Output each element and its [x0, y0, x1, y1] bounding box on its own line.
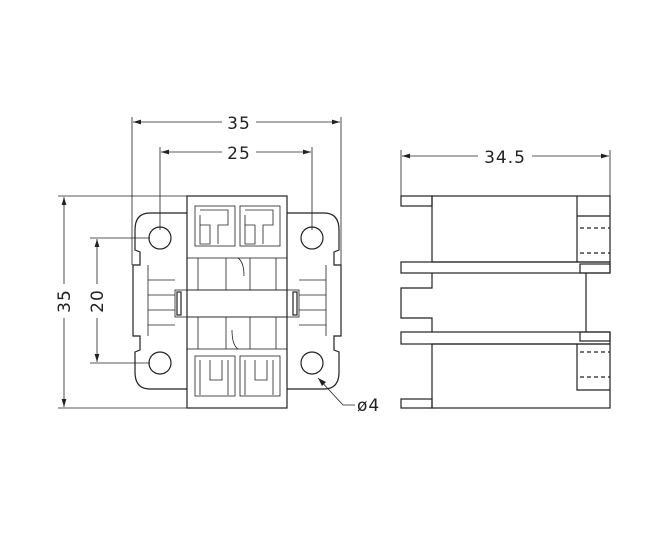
dim-hole-spacing-vertical: 20: [88, 289, 108, 313]
dim-side-width: 34.5: [484, 148, 526, 168]
mounting-hole: [300, 226, 324, 250]
front-body-outline: [186, 195, 288, 409]
dim-front-width: 35: [227, 114, 251, 134]
dim-front-height: 35: [55, 289, 75, 313]
leader-arrow-icon: [318, 378, 326, 386]
dim-hole-diameter: ø4: [357, 396, 380, 416]
mounting-hole: [300, 351, 324, 375]
center-blocks: [147, 257, 327, 350]
side-view: [400, 195, 611, 409]
contact-pockets: [194, 205, 281, 397]
mounting-hole: [148, 351, 172, 375]
dim-hole-spacing-horizontal: 25: [227, 144, 251, 164]
mounting-hole: [148, 226, 172, 250]
right-ear-outline: [287, 212, 342, 390]
hole-leader-line: [317, 377, 355, 406]
left-ear-outline: [132, 212, 187, 390]
dimension-labels: 35 25 34.5 35 20 ø4: [54, 112, 532, 416]
front-view: [132, 195, 342, 409]
